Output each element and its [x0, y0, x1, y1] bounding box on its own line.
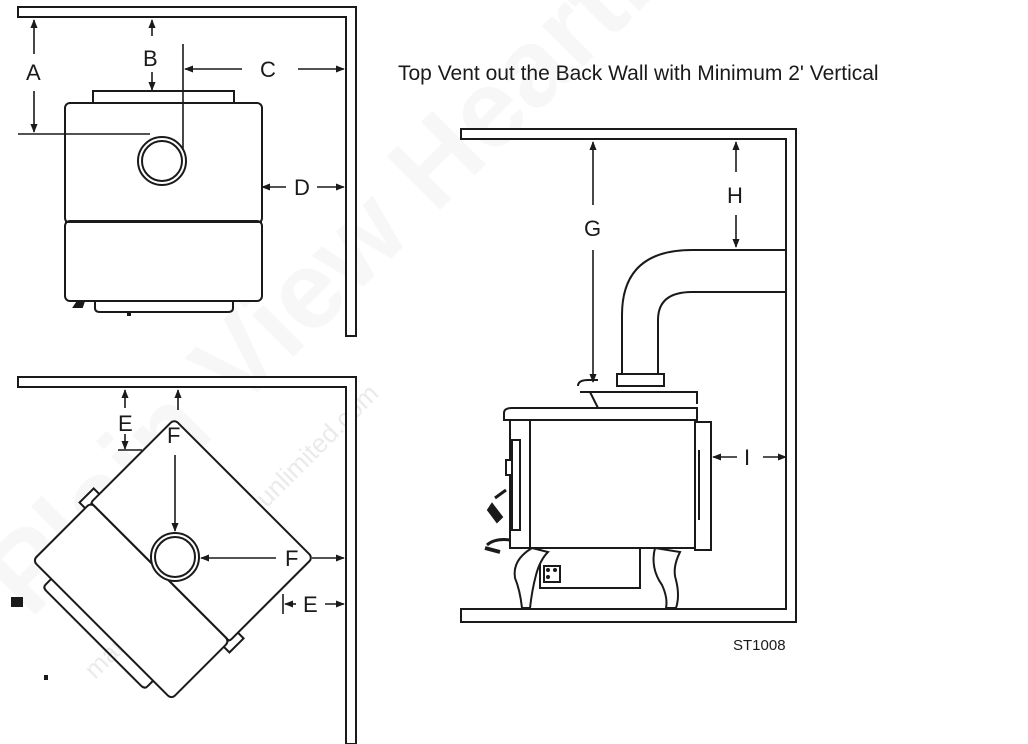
flue-inner — [141, 140, 183, 182]
corner-flue-outer — [150, 532, 200, 582]
label-e-right: E — [303, 592, 318, 617]
label-c: C — [260, 57, 276, 82]
elevation-labels: G H I ST1008 — [584, 183, 786, 654]
stove-body — [529, 419, 696, 549]
side-elevation-view — [460, 128, 797, 623]
label-i: I — [744, 445, 750, 470]
parallel-plan-view — [17, 6, 357, 337]
figure-code: ST1008 — [733, 637, 786, 654]
parallel-labels: A B C D — [26, 46, 310, 200]
label-g: G — [584, 216, 601, 241]
label-h: H — [727, 183, 743, 208]
elevation-dimensions — [589, 141, 787, 461]
vent-pipe — [621, 249, 786, 374]
stove-collar — [92, 90, 235, 104]
flue-collar — [616, 373, 665, 387]
corner-wall — [17, 376, 357, 744]
label-a: A — [26, 60, 41, 85]
flue-outer — [137, 136, 187, 186]
label-f-right: F — [285, 546, 298, 571]
room-walls — [460, 128, 797, 623]
label-e-top: E — [118, 411, 133, 436]
rear-leg — [652, 546, 682, 609]
front-leg — [513, 546, 550, 609]
corner-plan-view — [11, 376, 357, 744]
label-f-top: F — [167, 423, 180, 448]
label-d: D — [294, 175, 310, 200]
parallel-dimensions — [18, 19, 345, 191]
corner-dimensions — [118, 389, 345, 614]
rear-shield — [694, 421, 712, 551]
back-wall — [17, 6, 357, 337]
diagram-caption: Top Vent out the Back Wall with Minimum … — [398, 62, 879, 85]
label-b: B — [143, 46, 158, 71]
corner-flue-inner — [154, 536, 196, 578]
corner-labels: E F F E — [118, 411, 318, 617]
stove-front — [64, 220, 263, 302]
